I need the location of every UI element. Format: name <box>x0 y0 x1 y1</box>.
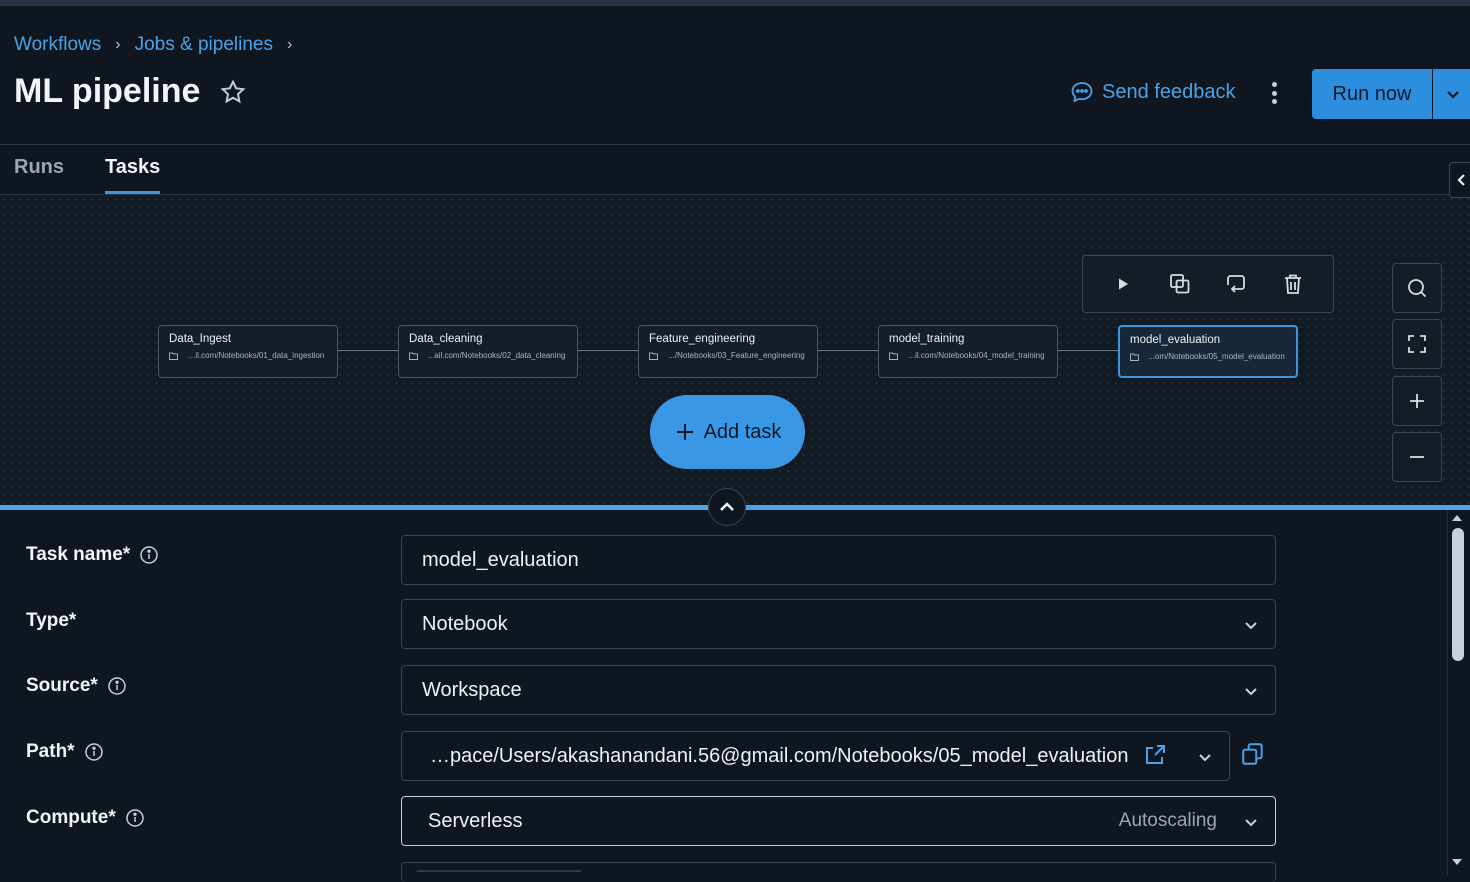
send-feedback-button[interactable]: Send feedback <box>1070 80 1235 104</box>
task-node-name: model_evaluation <box>1130 334 1221 346</box>
compute-select[interactable]: Serverless Autoscaling <box>401 796 1276 846</box>
chevron-right-icon: › <box>286 36 293 53</box>
task-node-model-training[interactable]: model_training ...il.com/Notebooks/04_mo… <box>878 325 1058 378</box>
play-icon[interactable] <box>1109 270 1137 298</box>
top-strip <box>0 0 1470 6</box>
task-node-name: Data_cleaning <box>409 333 483 345</box>
chevron-down-icon <box>1245 819 1257 827</box>
folder-icon <box>169 352 178 360</box>
run-options-dropdown[interactable] <box>1433 69 1470 119</box>
task-node-path: ...om/Notebooks/05_model_evaluation <box>1148 352 1285 361</box>
task-node-path: ...ail.com/Notebooks/02_data_cleaning <box>427 351 566 360</box>
path-value: …pace/Users/akashanandani.56@gmail.com/N… <box>430 744 1129 767</box>
source-select[interactable]: Workspace <box>401 665 1276 715</box>
tabs-divider <box>0 194 1470 195</box>
chevron-right-icon: › <box>115 36 121 53</box>
breadcrumb-workflows[interactable]: Workflows <box>14 34 102 55</box>
tab-tasks[interactable]: Tasks <box>105 156 161 194</box>
type-select[interactable]: Notebook <box>401 599 1276 649</box>
chevron-down-icon <box>1447 91 1459 99</box>
search-graph-button[interactable] <box>1392 263 1442 313</box>
info-icon[interactable] <box>107 676 127 696</box>
scroll-down-icon[interactable] <box>1451 857 1463 867</box>
zoom-in-button[interactable] <box>1392 376 1442 426</box>
task-node-name: Data_Ingest <box>169 333 232 345</box>
task-node-path: ...il.com/Notebooks/01_data_ingestion <box>188 351 325 360</box>
source-label: Source* <box>26 675 127 697</box>
chevron-down-icon <box>1199 754 1211 762</box>
graph-edge <box>578 350 638 351</box>
breadcrumb-jobs-pipelines[interactable]: Jobs & pipelines <box>134 34 273 55</box>
type-label: Type* <box>26 610 77 631</box>
breadcrumb: Workflows › Jobs & pipelines › <box>14 34 306 56</box>
task-toolbar <box>1082 255 1334 313</box>
trash-icon[interactable] <box>1279 270 1307 298</box>
folder-icon <box>649 352 658 360</box>
next-field-inner <box>416 870 582 876</box>
title-row: ML pipeline <box>14 72 246 111</box>
graph-edge <box>818 350 878 351</box>
zoom-in-icon <box>1410 394 1424 408</box>
task-node-path: ...il.com/Notebooks/04_model_training <box>908 351 1045 360</box>
task-name-input[interactable]: model_evaluation <box>401 535 1276 585</box>
tab-runs[interactable]: Runs <box>14 156 64 178</box>
chevron-left-icon <box>1456 174 1465 186</box>
collapse-side-panel-button[interactable] <box>1449 162 1470 198</box>
scroll-up-icon[interactable] <box>1451 513 1463 523</box>
task-node-feature-engineering[interactable]: Feature_engineering .../Notebooks/03_Fea… <box>638 325 818 378</box>
task-node-model-evaluation[interactable]: model_evaluation ...om/Notebooks/05_mode… <box>1118 325 1298 378</box>
graph-edge <box>1058 350 1118 351</box>
task-node-data-ingest[interactable]: Data_Ingest ...il.com/Notebooks/01_data_… <box>158 325 338 378</box>
external-link-icon[interactable] <box>1143 743 1167 767</box>
repair-icon[interactable] <box>1222 270 1250 298</box>
add-task-button[interactable]: Add task <box>650 395 805 469</box>
fit-view-icon <box>1408 335 1426 353</box>
star-icon[interactable] <box>220 78 246 105</box>
plus-icon <box>676 424 693 440</box>
chevron-down-icon <box>1245 688 1257 696</box>
folder-icon <box>889 352 898 360</box>
path-label: Path* <box>26 741 104 763</box>
chevron-up-icon <box>720 502 734 511</box>
tab-bar: Runs Tasks <box>14 156 201 194</box>
chevron-down-icon <box>1245 622 1257 630</box>
duplicate-icon[interactable] <box>1166 270 1194 298</box>
header-divider <box>0 144 1470 145</box>
add-task-label: Add task <box>703 420 782 443</box>
chat-bubble-icon <box>1071 82 1093 103</box>
task-name-label: Task name* <box>26 544 159 566</box>
collapse-graph-button[interactable] <box>708 488 746 526</box>
zoom-out-icon <box>1410 456 1424 458</box>
zoom-out-button[interactable] <box>1392 432 1442 482</box>
info-icon[interactable] <box>139 545 159 565</box>
next-field-partial[interactable] <box>401 862 1276 882</box>
path-select[interactable]: …pace/Users/akashanandani.56@gmail.com/N… <box>401 731 1230 781</box>
more-options-icon[interactable] <box>1262 80 1286 106</box>
task-node-name: model_training <box>889 333 965 345</box>
folder-icon <box>409 352 418 360</box>
info-icon[interactable] <box>84 742 104 762</box>
run-now-button[interactable]: Run now <box>1312 69 1432 119</box>
page-title: ML pipeline <box>14 72 201 110</box>
folder-icon <box>1130 353 1139 361</box>
graph-edge <box>338 350 398 351</box>
copy-icon[interactable] <box>1240 741 1266 767</box>
send-feedback-label: Send feedback <box>1102 80 1236 103</box>
fit-view-button[interactable] <box>1392 319 1442 369</box>
autoscaling-label: Autoscaling <box>1118 810 1217 831</box>
compute-label: Compute* <box>26 807 145 829</box>
info-icon[interactable] <box>125 808 145 828</box>
task-node-name: Feature_engineering <box>649 333 756 345</box>
scrollbar-thumb[interactable] <box>1452 528 1464 661</box>
task-node-data-cleaning[interactable]: Data_cleaning ...ail.com/Notebooks/02_da… <box>398 325 578 378</box>
task-node-path: .../Notebooks/03_Feature_engineering <box>668 351 805 360</box>
search-icon <box>1408 279 1427 298</box>
